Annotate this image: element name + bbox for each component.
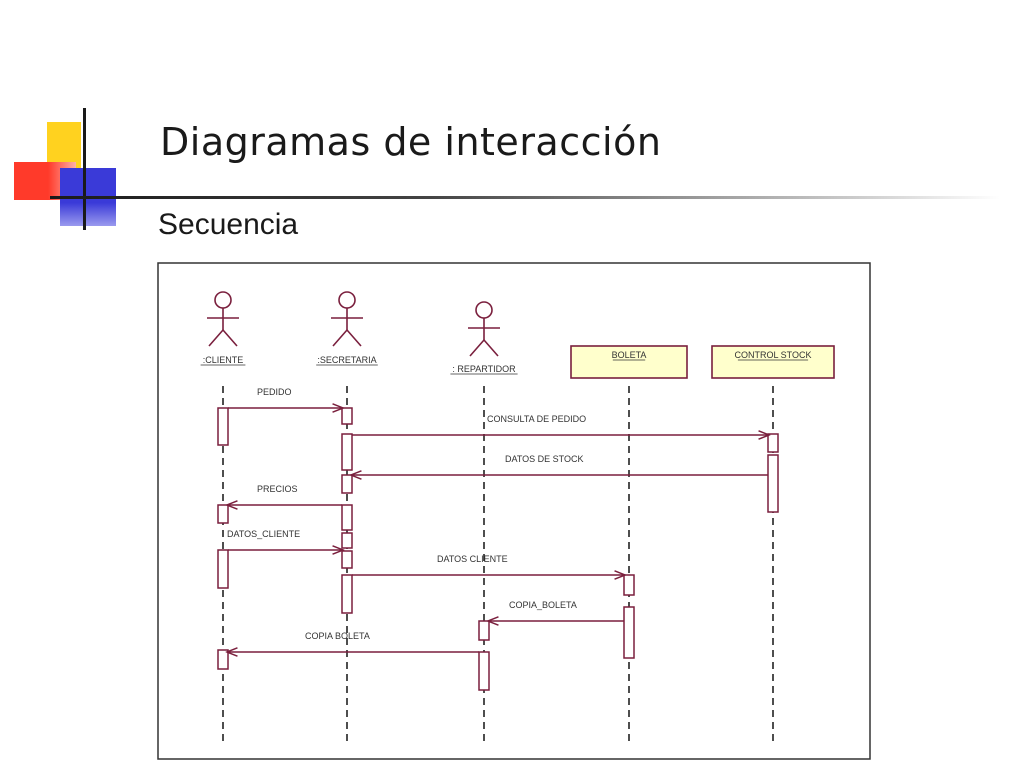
lifeline-head-secretaria: :SECRETARIA xyxy=(316,291,378,366)
deco-horizontal-line xyxy=(50,196,1000,199)
lifeline-head-control_stock: CONTROL STOCK xyxy=(711,345,835,379)
activation-cliente xyxy=(217,504,229,524)
activation-control_stock xyxy=(767,454,779,513)
deco-vertical-line xyxy=(83,108,86,230)
message-6: DATOS CLIENTE xyxy=(352,554,624,575)
message-2: CONSULTA DE PEDIDO xyxy=(352,414,768,435)
message-label: CONSULTA DE PEDIDO xyxy=(487,414,586,424)
activation-repartidor xyxy=(478,651,490,691)
object-label: BOLETA xyxy=(612,350,647,360)
lifeline-head-boleta: BOLETA xyxy=(570,345,688,379)
activation-boleta xyxy=(623,606,635,659)
slide-title: Diagramas de interacción xyxy=(160,120,662,164)
message-1: PEDIDO xyxy=(228,387,342,408)
activation-secretaria xyxy=(341,550,353,569)
activation-secretaria xyxy=(341,407,353,425)
actor-leg-left xyxy=(332,329,348,347)
activation-cliente xyxy=(217,549,229,589)
activation-secretaria xyxy=(341,433,353,471)
actor-leg-right xyxy=(483,339,499,357)
message-label: COPIA BOLETA xyxy=(305,631,370,641)
activation-repartidor xyxy=(478,620,490,641)
message-label: DATOS DE STOCK xyxy=(505,454,584,464)
object-label: CONTROL STOCK xyxy=(734,350,811,360)
activation-secretaria xyxy=(341,532,353,549)
message-4: PRECIOS xyxy=(228,484,342,505)
actor-label: : REPARTIDOR xyxy=(452,364,516,374)
activation-control_stock xyxy=(767,433,779,453)
object-box-control_stock xyxy=(711,345,835,379)
object-box-boleta xyxy=(570,345,688,379)
activation-secretaria xyxy=(341,474,353,494)
actor-leg-right xyxy=(346,329,362,347)
actor-leg-left xyxy=(208,329,224,347)
slide-subtitle: Secuencia xyxy=(158,208,299,241)
message-label: PEDIDO xyxy=(257,387,292,397)
actor-leg-right xyxy=(222,329,238,347)
message-label: DATOS CLIENTE xyxy=(437,554,508,564)
message-label: DATOS_CLIENTE xyxy=(227,529,300,539)
message-5: DATOS_CLIENTE xyxy=(227,529,342,550)
message-label: PRECIOS xyxy=(257,484,298,494)
activation-secretaria xyxy=(341,574,353,614)
message-label: COPIA_BOLETA xyxy=(509,600,577,610)
sequence-diagram: PEDIDO CONSULTA DE PEDIDO DATOS DE STOCK PR… xyxy=(157,262,871,760)
lifeline-head-cliente: :CLIENTE xyxy=(200,291,246,366)
activation-cliente xyxy=(217,407,229,446)
message-8: COPIA BOLETA xyxy=(228,631,479,652)
message-3: DATOS DE STOCK xyxy=(352,454,768,475)
actor-label: :SECRETARIA xyxy=(317,355,376,365)
activation-cliente xyxy=(217,649,229,670)
activation-secretaria xyxy=(341,504,353,531)
message-7: COPIA_BOLETA xyxy=(489,600,624,621)
diagram-frame xyxy=(157,262,871,760)
actor-label: :CLIENTE xyxy=(203,355,244,365)
lifeline-head-repartidor: : REPARTIDOR xyxy=(450,301,518,375)
actor-leg-left xyxy=(469,339,485,357)
activation-boleta xyxy=(623,574,635,596)
